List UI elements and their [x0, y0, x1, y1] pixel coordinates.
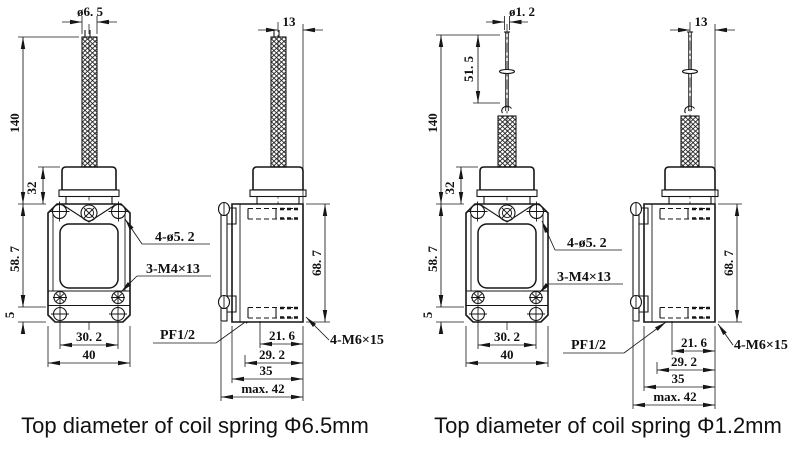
dim-depth-1-b: 21. 6 — [671, 321, 715, 355]
dim-label-body-h-b: 58. 7 — [425, 246, 440, 273]
dim-label-wire-len: 51. 5 — [461, 56, 476, 83]
dim-label-d2: 29. 2 — [259, 347, 285, 362]
dim-overall-length-b: 140 — [425, 34, 500, 205]
dim-label-d2-b: 29. 2 — [671, 354, 697, 369]
cover-screws-label-b: 3-M4×13 — [557, 270, 611, 285]
dim-hole-pitch: 30. 2 — [59, 323, 119, 349]
dim-head-height: 32 — [24, 166, 60, 204]
dim-depth-1: 21. 6 — [259, 321, 303, 348]
dim-foot-height-b: 5 — [420, 295, 464, 334]
dim-label-head: 32 — [24, 182, 39, 195]
dim-tip-offset: 13 — [258, 14, 323, 204]
label-cover-screws-b: 3-M4×13 — [538, 270, 623, 294]
label-conduit-thread: PF1/2 — [153, 314, 256, 344]
dim-depth-3-b: 35 — [643, 326, 715, 391]
side-view-spring-6-5: 13 68. 7 21. 6 29. 2 35 max. 42 — [217, 14, 384, 401]
label-terminal-screws-b: 4-M6×15 — [717, 323, 788, 353]
dim-foot-height: 5 — [2, 295, 46, 334]
dim-label-overall-b: 140 — [425, 113, 440, 133]
dim-label-d1-b: 21. 6 — [681, 335, 708, 350]
dim-depth-max-b: max. 42 — [632, 322, 716, 409]
dim-depth-max: max. 42 — [220, 322, 304, 401]
dim-wire-length: 51. 5 — [461, 35, 500, 104]
dim-label-d3-b: 35 — [672, 371, 686, 386]
dim-body-width-b: 40 — [465, 326, 549, 367]
dim-label-head-b: 32 — [442, 182, 457, 195]
dim-label-case-h: 68. 7 — [309, 250, 324, 277]
dim-label-width: 40 — [83, 347, 96, 362]
cover-screws-label: 3-M4×13 — [146, 262, 200, 277]
caption-right: Top diameter of coil spring Φ1.2mm — [434, 413, 782, 438]
dim-depth-2: 29. 2 — [244, 347, 303, 367]
conduit-label-b: PF1/2 — [571, 338, 606, 353]
caption-left: Top diameter of coil spring Φ6.5mm — [21, 413, 369, 438]
dim-label-width-b: 40 — [501, 347, 514, 362]
dim-body-width: 40 — [47, 326, 131, 367]
dim-label-overall: 140 — [7, 113, 22, 133]
coil-spring-6-5 — [81, 29, 98, 168]
dim-body-height: 58. 7 — [7, 204, 46, 308]
coil-spring-6-5-side — [270, 29, 287, 168]
mounting-holes-label: 4-ø5. 2 — [155, 230, 195, 245]
front-view-spring-6-5: ø6. 5 140 32 58. 7 5 30. 2 — [2, 4, 256, 367]
terminal-screws-label-b: 4-M6×15 — [734, 338, 788, 353]
dim-label-dmax-b: max. 42 — [653, 389, 696, 404]
dim-label-case-h-b: 68. 7 — [721, 250, 736, 277]
dim-depth-2-b: 29. 2 — [656, 354, 715, 374]
dim-label-body-h: 58. 7 — [7, 246, 22, 273]
dim-label-offset-b: 13 — [695, 14, 709, 29]
dim-label-offset: 13 — [283, 14, 297, 29]
dim-label-dmax: max. 42 — [241, 381, 284, 396]
conduit-label: PF1/2 — [160, 328, 195, 343]
dim-label-foot-b: 5 — [420, 311, 435, 318]
label-terminal-screws: 4-M6×15 — [305, 316, 384, 348]
dim-spring-diameter: ø6. 5 — [62, 4, 117, 34]
dim-overall-length: 140 — [7, 36, 79, 205]
dim-spring-diameter-b: ø1. 2 — [486, 4, 535, 30]
dim-label-spring-dia-b: ø1. 2 — [509, 4, 535, 19]
label-mounting-holes-b: 4-ø5. 2 — [541, 220, 622, 251]
dim-tip-offset-b: 13 — [670, 14, 735, 204]
dim-label-foot: 5 — [2, 311, 17, 318]
dim-label-pitch: 30. 2 — [76, 329, 102, 344]
dim-label-d1: 21. 6 — [269, 328, 296, 343]
dim-case-height-b: 68. 7 — [718, 203, 742, 323]
terminal-screws-label: 4-M6×15 — [330, 333, 384, 348]
mounting-holes-label-b: 4-ø5. 2 — [567, 236, 607, 251]
dim-hole-pitch-b: 30. 2 — [477, 323, 537, 349]
dim-case-height: 68. 7 — [306, 203, 330, 323]
front-view-spring-1-2: ø1. 2 51. 5 140 32 58. 7 5 — [420, 4, 667, 367]
label-cover-screws: 3-M4×13 — [120, 262, 211, 293]
dim-label-d3: 35 — [260, 363, 274, 378]
dim-head-height-b: 32 — [442, 166, 478, 204]
label-mounting-holes: 4-ø5. 2 — [124, 218, 210, 245]
label-conduit-thread-b: PF1/2 — [563, 321, 667, 354]
dim-label-spring-dia: ø6. 5 — [77, 4, 104, 19]
dim-depth-3: 35 — [231, 326, 303, 383]
side-view-spring-1-2: 13 68. 7 21. 6 29. 2 35 max. 42 — [629, 14, 788, 409]
dim-label-pitch-b: 30. 2 — [494, 329, 520, 344]
